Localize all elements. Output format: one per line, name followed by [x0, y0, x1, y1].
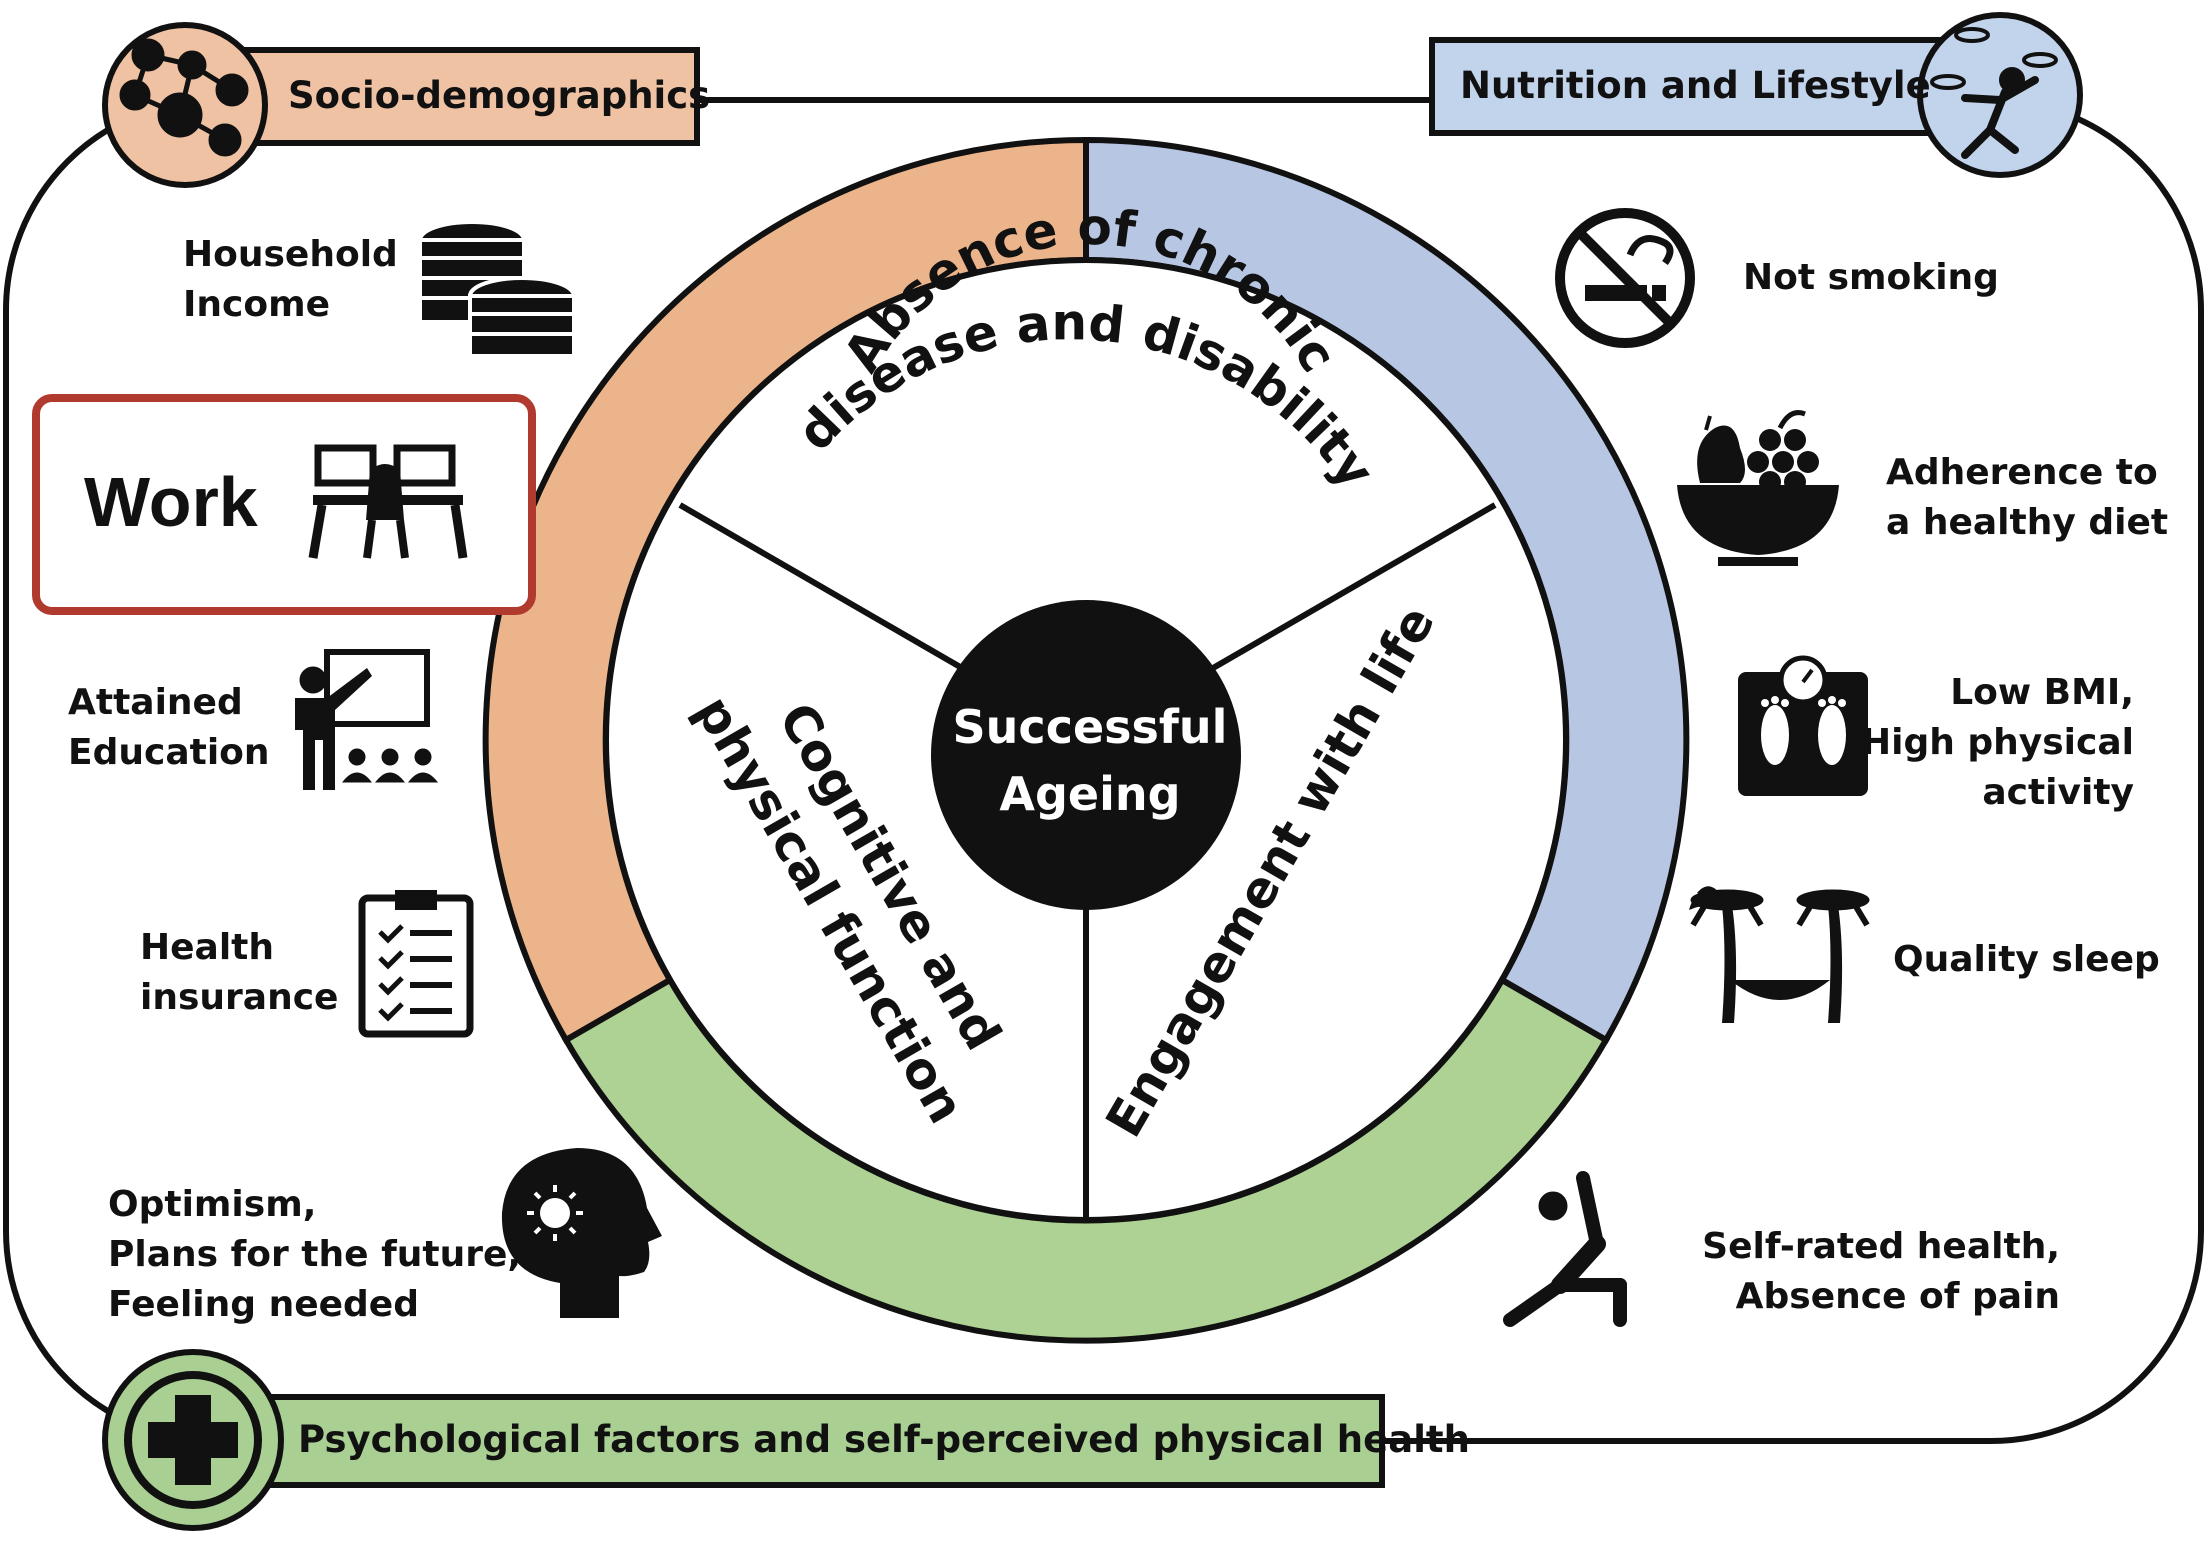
label-line: Income — [183, 284, 331, 325]
label-line: Household — [183, 234, 398, 275]
fruit-bowl-icon — [1677, 410, 1839, 566]
stretching-icon — [1503, 1171, 1627, 1327]
label-line: Health — [140, 927, 275, 968]
label-self-rated-health: Self-rated health, Absence of pain — [1702, 1222, 2060, 1322]
label-quality-sleep: Quality sleep — [1893, 935, 2160, 985]
socio-header-title: Socio-demographics — [288, 74, 711, 117]
center-disk — [931, 600, 1241, 910]
nutrition-header-title: Nutrition and Lifestyle — [1460, 64, 1931, 107]
label-optimism: Optimism, Plans for the future, Feeling … — [108, 1180, 521, 1330]
divider-right — [1173, 502, 1497, 693]
center-line2: Ageing — [999, 767, 1180, 821]
label-bmi-activity: Low BMI, High physical activity — [1861, 668, 2134, 818]
label-line: Education — [68, 732, 270, 773]
coins-icon — [418, 220, 576, 358]
label-line: Adherence to — [1886, 452, 2158, 493]
label-line: Low BMI, — [1950, 672, 2134, 713]
nutrition-header-box — [1429, 37, 1945, 136]
label-line: Optimism, — [108, 1184, 317, 1225]
label-not-smoking: Not smoking — [1743, 253, 1999, 303]
label-line: Self-rated health, — [1702, 1226, 2060, 1267]
medical-cross-icon — [124, 1371, 262, 1509]
label-line: Plans for the future, — [108, 1234, 522, 1275]
label-healthy-diet: Adherence to a healthy diet — [1886, 448, 2168, 548]
label-line: Not smoking — [1743, 257, 1999, 298]
label-line: Quality sleep — [1893, 939, 2160, 980]
label-household-income: Household Income — [183, 230, 398, 330]
clipboard-checklist-icon — [358, 890, 474, 1038]
label-line: insurance — [140, 977, 339, 1018]
label-line: a healthy diet — [1886, 502, 2169, 543]
center-line1: Successful — [953, 700, 1228, 754]
label-line: Attained — [68, 682, 243, 723]
label-work: Work — [84, 463, 258, 541]
network-people-icon — [119, 38, 249, 157]
head-idea-icon — [501, 1148, 662, 1318]
psych-header-box — [257, 1394, 1385, 1488]
label-line: High physical — [1860, 722, 2134, 763]
workstation-icon — [308, 444, 468, 559]
psych-header-title: Psychological factors and self-perceived… — [298, 1418, 1470, 1461]
no-smoking-icon — [1555, 208, 1695, 348]
label-health-insurance: Health insurance — [140, 923, 338, 1023]
juggler-icon — [1930, 27, 2058, 159]
label-line: Feeling needed — [108, 1284, 419, 1325]
label-line: activity — [1982, 772, 2134, 813]
scale-icon — [1738, 655, 1868, 796]
label-attained-education: Attained Education — [68, 678, 270, 778]
teacher-icon — [295, 649, 439, 790]
divider-left — [678, 502, 1002, 693]
label-line: Absence of pain — [1735, 1276, 2060, 1317]
hammock-icon — [1689, 886, 1870, 1023]
